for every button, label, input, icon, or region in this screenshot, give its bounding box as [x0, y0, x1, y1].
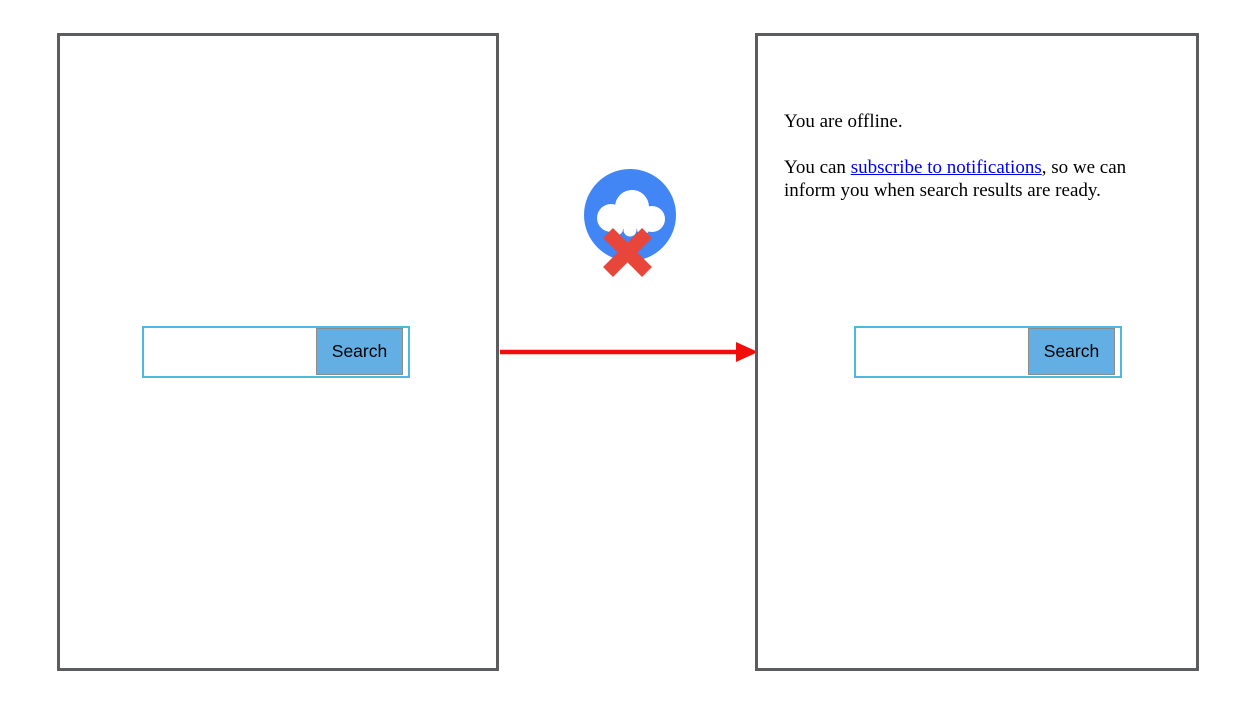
message-mid: , so we can	[1041, 157, 1127, 178]
x-icon	[603, 228, 652, 277]
search-button[interactable]: Search	[1028, 328, 1115, 375]
offline-message: You are offline. You can subscribe to no…	[784, 110, 1192, 225]
offline-subscribe-text: You can subscribe to notifications, so w…	[784, 156, 1192, 202]
message-prefix: You can	[784, 157, 851, 178]
offline-cloud-icon	[584, 169, 676, 277]
transition-arrow-icon	[500, 342, 758, 362]
subscribe-to-notifications-link[interactable]: subscribe to notifications	[850, 157, 1042, 178]
search-button[interactable]: Search	[316, 328, 403, 375]
search-form: Search	[142, 326, 410, 378]
offline-status-line: You are offline.	[784, 111, 903, 132]
left-screen-frame: Search	[57, 33, 499, 671]
search-form: Search	[854, 326, 1122, 378]
right-screen-frame: You are offline. You can subscribe to no…	[755, 33, 1199, 671]
message-suffix: inform you when search results are ready…	[784, 180, 1101, 201]
offline-status-text: You are offline.	[784, 110, 1192, 133]
